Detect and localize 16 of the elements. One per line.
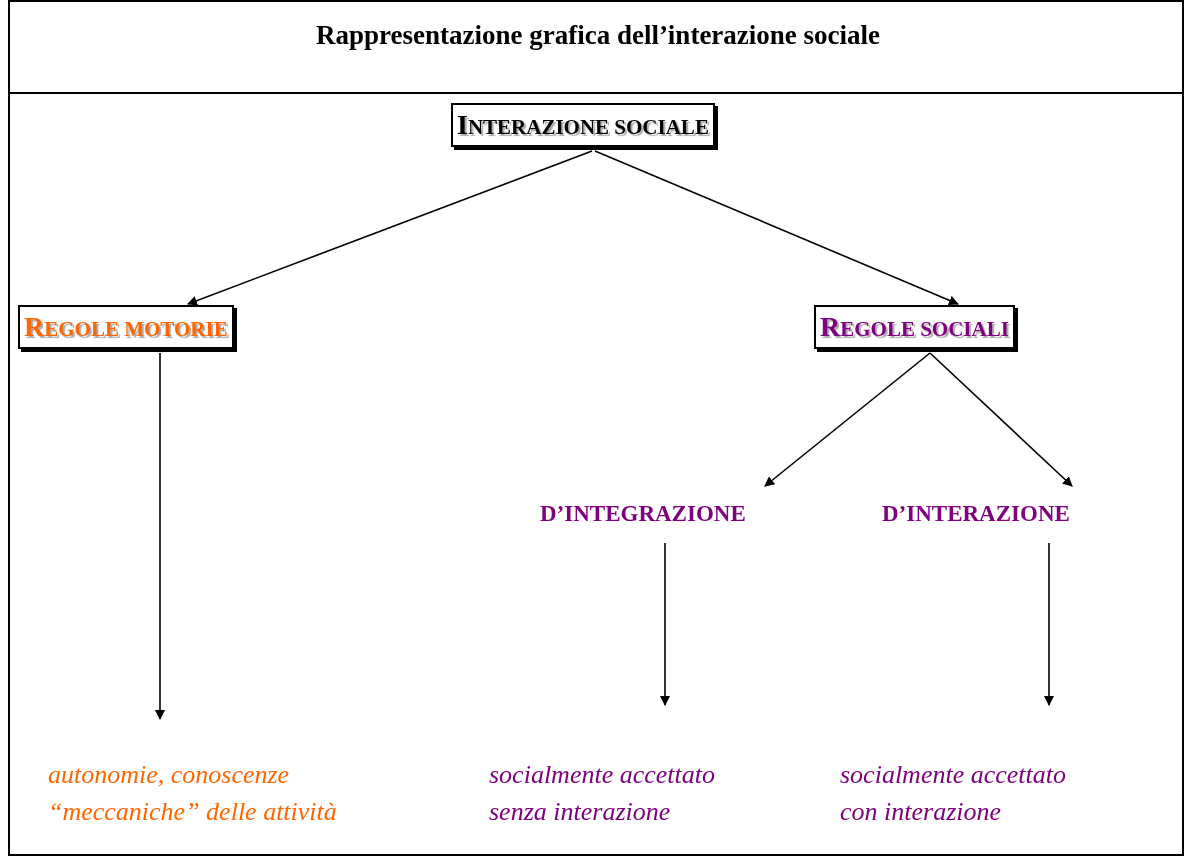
arrow — [187, 150, 593, 306]
outcome-text: socialmente accettato con interazione — [840, 759, 1067, 828]
concept-box: REGOLE SOCIALI — [814, 305, 1015, 349]
arrow — [929, 352, 1073, 487]
concept-box: INTERAZIONE SOCIALE — [451, 103, 715, 147]
category-label: D’INTEGRAZIONE — [540, 501, 747, 527]
category-label: D’INTERAZIONE — [882, 501, 1071, 527]
arrow — [764, 352, 931, 487]
arrow — [155, 352, 165, 720]
outcome-text: socialmente accettato senza interazione — [489, 759, 716, 828]
arrow — [1044, 542, 1054, 706]
outcome-text: autonomie, conoscenze “meccaniche” delle attività — [48, 759, 338, 828]
arrow — [660, 542, 670, 706]
concept-box: REGOLE MOTORIE — [18, 305, 234, 349]
diagram-title: Rappresentazione grafica dell’interazione sociale — [314, 20, 882, 51]
arrow — [594, 150, 959, 306]
